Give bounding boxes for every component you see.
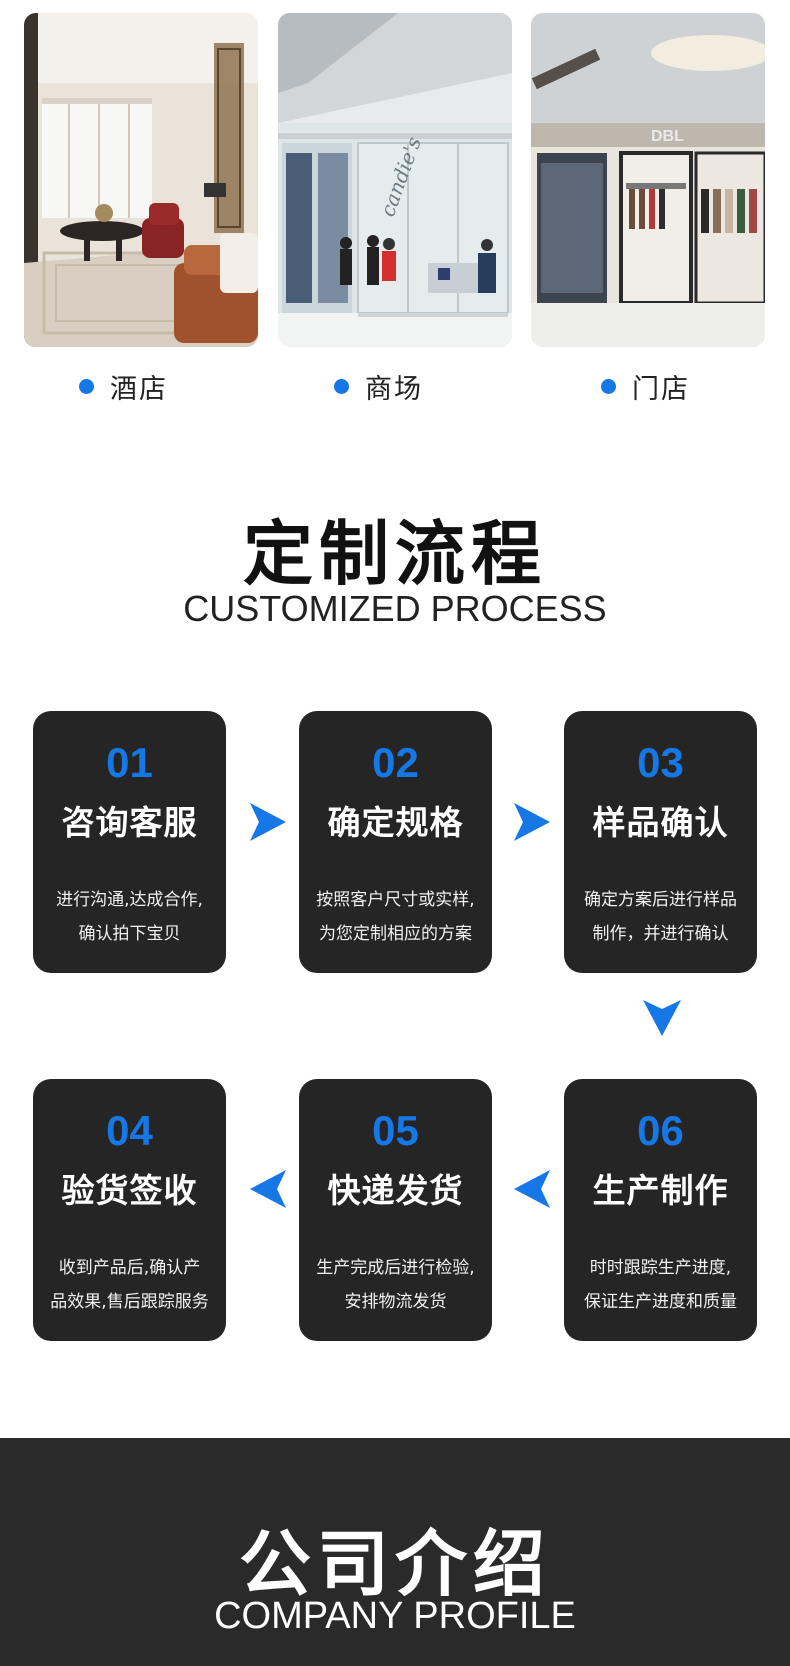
step-number: 04	[106, 1107, 153, 1154]
process-step-card: 06 生产制作 时时跟踪生产进度, 保证生产进度和质量	[564, 1079, 757, 1341]
process-step-card: 04 验货签收 收到产品后,确认产 品效果,售后跟踪服务	[33, 1079, 226, 1341]
hotel-photo	[24, 13, 258, 347]
step-number: 06	[637, 1107, 684, 1154]
scene-label-store: 门店	[601, 368, 690, 405]
process-step-card: 05 快递发货 生产完成后进行检验, 安排物流发货	[299, 1079, 492, 1341]
process-title: 定制流程	[243, 513, 547, 595]
step-description-line: 收到产品后,确认产	[58, 1258, 201, 1278]
step-number: 03	[637, 739, 684, 786]
step-number: 01	[106, 739, 153, 786]
step-name: 快递发货	[327, 1171, 464, 1210]
mall-photo: candie's	[278, 13, 512, 347]
arrow-right-icon	[250, 803, 286, 841]
step-description-line: 生产完成后进行检验,	[316, 1258, 475, 1278]
step-number: 05	[372, 1107, 419, 1154]
arrow-left-icon	[250, 1170, 286, 1208]
step-description: 生产完成后进行检验, 安排物流发货	[305, 1251, 486, 1319]
step-name: 咨询客服	[61, 803, 198, 842]
svg-text:DBL: DBL	[651, 128, 684, 145]
step-name: 验货签收	[61, 1171, 198, 1210]
scene-label-mall: 商场	[334, 368, 423, 405]
step-number: 02	[372, 739, 419, 786]
bullet-dot-icon	[601, 378, 616, 394]
bullet-dot-icon	[79, 378, 94, 394]
scene-label-text: 酒店	[110, 373, 168, 405]
profile-title: 公司介绍	[238, 1522, 551, 1606]
step-description: 时时跟踪生产进度, 保证生产进度和质量	[570, 1251, 751, 1319]
step-name: 样品确认	[592, 803, 729, 842]
step-description: 收到产品后,确认产 品效果,售后跟踪服务	[39, 1251, 220, 1319]
step-description-line: 时时跟踪生产进度,	[589, 1258, 732, 1278]
step-description-line: 按照客户尺寸或实样,	[316, 890, 475, 910]
company-profile-banner	[0, 1438, 790, 1666]
process-step-card: 02 确定规格 按照客户尺寸或实样, 为您定制相应的方案	[299, 711, 492, 973]
scene-label-text: 门店	[632, 373, 690, 405]
step-description-line: 安排物流发货	[344, 1292, 447, 1312]
step-description-line: 进行沟通,达成合作,	[56, 890, 203, 910]
step-name: 生产制作	[592, 1171, 729, 1210]
step-description-line: 保证生产进度和质量	[584, 1292, 737, 1312]
arrow-right-icon	[514, 803, 550, 841]
step-description-line: 制作，并进行确认	[592, 924, 729, 944]
step-description-line: 为您定制相应的方案	[319, 924, 472, 944]
step-description: 进行沟通,达成合作, 确认拍下宝贝	[39, 883, 220, 951]
process-subtitle: CUSTOMIZED PROCESS	[183, 588, 607, 629]
step-description-line: 品效果,售后跟踪服务	[50, 1292, 209, 1312]
step-name: 确定规格	[327, 803, 464, 842]
step-description-line: 确认拍下宝贝	[78, 924, 181, 944]
step-description: 确定方案后进行样品 制作，并进行确认	[570, 883, 751, 951]
step-description: 按照客户尺寸或实样, 为您定制相应的方案	[305, 883, 486, 951]
arrow-down-icon	[643, 1000, 681, 1036]
scene-label-text: 商场	[365, 373, 423, 405]
bullet-dot-icon	[334, 378, 349, 394]
store-photo: DBL	[531, 13, 765, 347]
process-step-card: 03 样品确认 确定方案后进行样品 制作，并进行确认	[564, 711, 757, 973]
step-description-line: 确定方案后进行样品	[584, 890, 737, 910]
scene-label-hotel: 酒店	[79, 368, 168, 405]
profile-subtitle: COMPANY PROFILE	[214, 1595, 576, 1637]
arrow-left-icon	[514, 1170, 550, 1208]
process-step-card: 01 咨询客服 进行沟通,达成合作, 确认拍下宝贝	[33, 711, 226, 973]
